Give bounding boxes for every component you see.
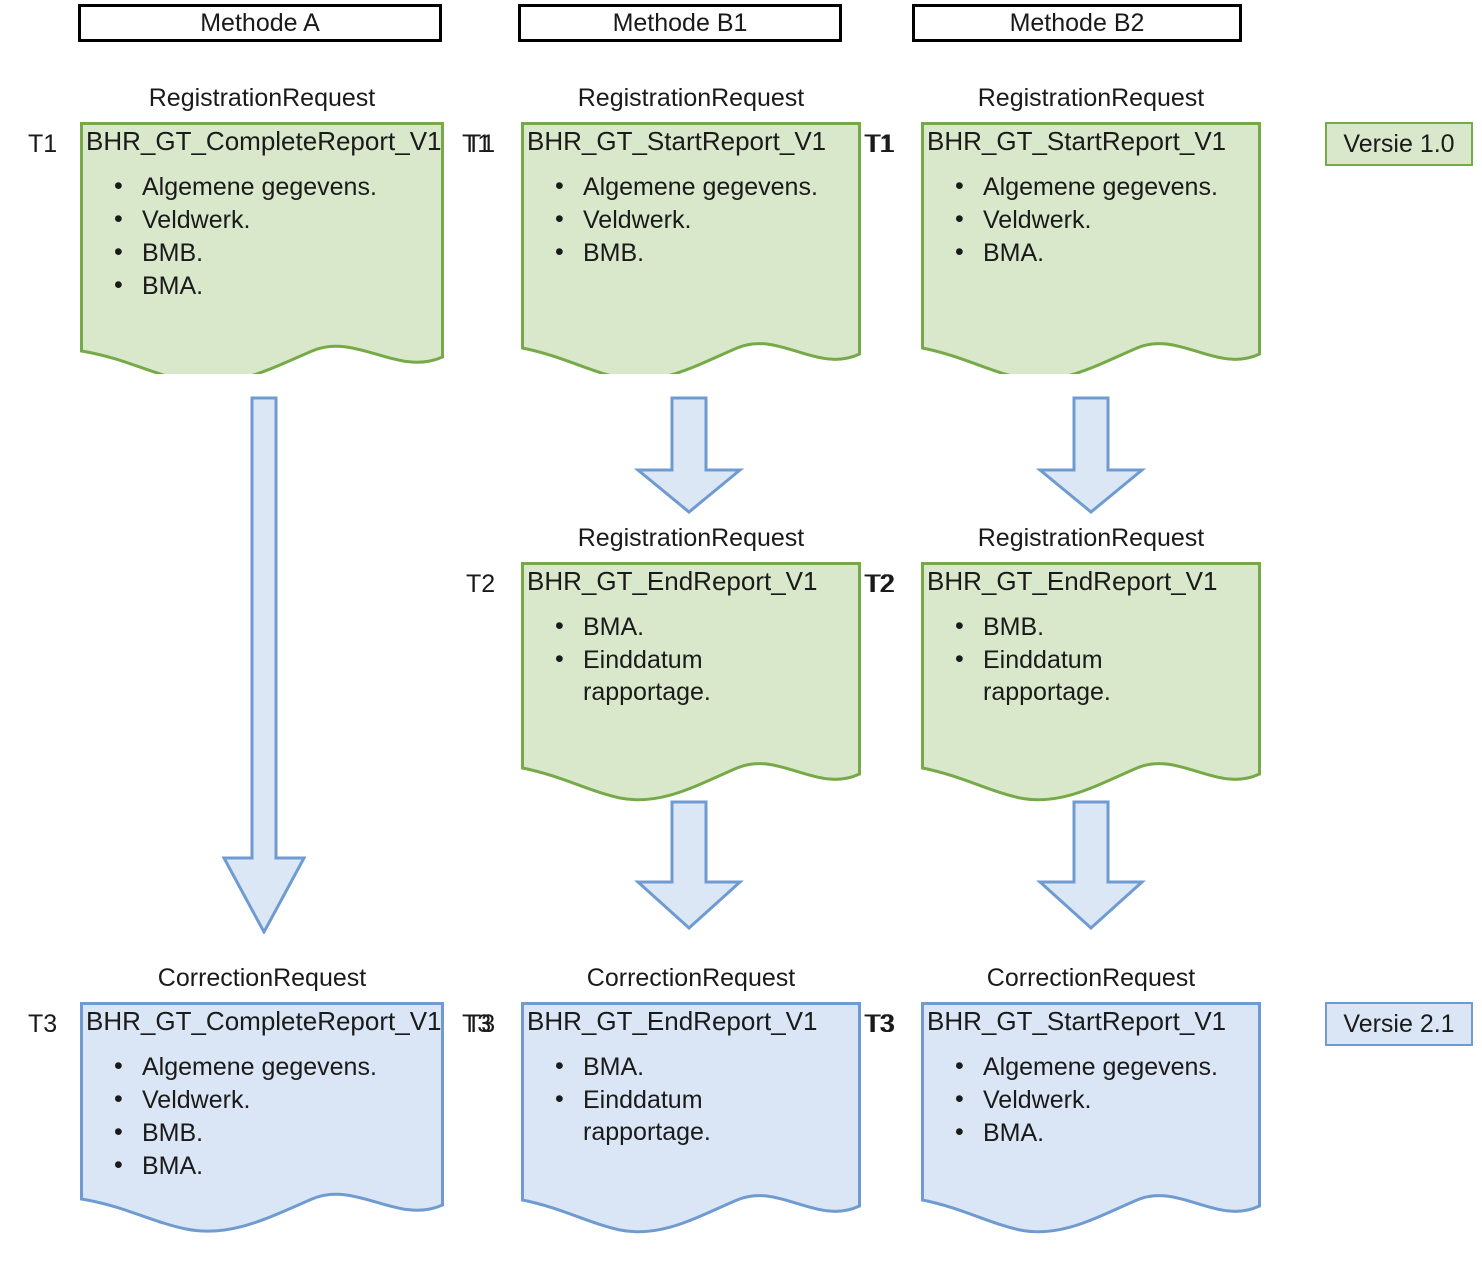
- document-title: BHR_GT_EndReport_V1: [527, 1006, 818, 1036]
- time-label-b1-t1-right: T1: [864, 130, 894, 158]
- caption-b1-t2: RegistrationRequest: [577, 524, 805, 552]
- down-arrow-icon: [1036, 800, 1146, 930]
- list-item: BMA.: [955, 236, 1255, 269]
- legend-version-1-0: Versie 1.0: [1325, 122, 1473, 166]
- down-arrow-icon: [222, 396, 306, 934]
- arrow-b2-t1-to-t2: [1036, 396, 1146, 514]
- document-body: BHR_GT_CompleteReport_V1 Algemene gegeve…: [80, 1002, 444, 1183]
- document-body: BHR_GT_EndReport_V1 BMA. Einddatum rappo…: [521, 562, 861, 709]
- document-body: BHR_GT_EndReport_V1 BMB. Einddatum rappo…: [921, 562, 1261, 709]
- down-arrow-icon: [634, 396, 744, 514]
- time-label-b1-t3-right: T3: [864, 1010, 894, 1038]
- document-title: BHR_GT_StartReport_V1: [927, 1006, 1227, 1036]
- time-label-b2-t3-left: T3: [866, 1010, 896, 1038]
- time-label-b1-t3-left: T3: [466, 1010, 496, 1038]
- list-item: Algemene gegevens.: [555, 170, 855, 203]
- list-item: Veldwerk.: [114, 1083, 438, 1116]
- down-arrow-icon: [1036, 396, 1146, 514]
- document-b1-t2: BHR_GT_EndReport_V1 BMA. Einddatum rappo…: [521, 562, 861, 812]
- time-label-a-t3-left: T3: [28, 1010, 58, 1038]
- list-item: Algemene gegevens.: [955, 1050, 1255, 1083]
- column-header-label: Methode B1: [612, 8, 748, 37]
- caption-b2-t1: RegistrationRequest: [977, 84, 1205, 112]
- list-item: BMA.: [555, 1050, 855, 1083]
- time-label-b1-t1-left: T1: [466, 130, 496, 158]
- document-body: BHR_GT_StartReport_V1 Algemene gegevens.…: [921, 122, 1261, 270]
- legend-label: Versie 1.0: [1343, 129, 1455, 158]
- document-a-t1: BHR_GT_CompleteReport_V1 Algemene gegeve…: [80, 122, 444, 374]
- document-b1-t3: BHR_GT_EndReport_V1 BMA. Einddatum rappo…: [521, 1002, 861, 1262]
- list-item: BMB.: [114, 1116, 438, 1149]
- legend-label: Versie 2.1: [1343, 1009, 1455, 1038]
- document-item-list: Algemene gegevens. Veldwerk. BMA.: [927, 1050, 1255, 1149]
- list-item: Veldwerk.: [955, 1083, 1255, 1116]
- list-item: Veldwerk.: [555, 203, 855, 236]
- list-item: BMB.: [114, 236, 438, 269]
- document-b2-t2: BHR_GT_EndReport_V1 BMB. Einddatum rappo…: [921, 562, 1261, 812]
- list-item: BMA.: [114, 1149, 438, 1182]
- document-title: BHR_GT_CompleteReport_V1: [86, 126, 442, 156]
- list-item: BMA.: [555, 610, 855, 643]
- list-item: BMA.: [955, 1116, 1255, 1149]
- caption-b1-t3: CorrectionRequest: [586, 964, 796, 992]
- list-item: Algemene gegevens.: [114, 1050, 438, 1083]
- document-body: BHR_GT_StartReport_V1 Algemene gegevens.…: [521, 122, 861, 270]
- caption-a-t3: CorrectionRequest: [157, 964, 367, 992]
- document-item-list: BMA. Einddatum rapportage.: [527, 610, 855, 708]
- arrow-b2-t2-to-t3: [1036, 800, 1146, 930]
- document-b2-t3: BHR_GT_StartReport_V1 Algemene gegevens.…: [921, 1002, 1261, 1262]
- document-title: BHR_GT_EndReport_V1: [927, 566, 1218, 596]
- list-item: Einddatum rapportage.: [955, 643, 1163, 708]
- arrow-b1-t2-to-t3: [634, 800, 744, 930]
- document-body: BHR_GT_EndReport_V1 BMA. Einddatum rappo…: [521, 1002, 861, 1149]
- document-b2-t1: BHR_GT_StartReport_V1 Algemene gegevens.…: [921, 122, 1261, 374]
- column-header-methode-b1: Methode B1: [518, 4, 842, 42]
- document-body: BHR_GT_CompleteReport_V1 Algemene gegeve…: [80, 122, 444, 303]
- list-item: BMA.: [114, 269, 438, 302]
- caption-a-t1: RegistrationRequest: [148, 84, 376, 112]
- legend-version-2-1: Versie 2.1: [1325, 1002, 1473, 1046]
- document-title: BHR_GT_StartReport_V1: [527, 126, 827, 156]
- time-label-a-t1-right: T1: [462, 130, 492, 158]
- time-label-a-t3-right: T3: [462, 1010, 492, 1038]
- column-header-methode-a: Methode A: [78, 4, 442, 42]
- document-a-t3: BHR_GT_CompleteReport_V1 Algemene gegeve…: [80, 1002, 444, 1282]
- list-item: Algemene gegevens.: [955, 170, 1255, 203]
- document-title: BHR_GT_StartReport_V1: [927, 126, 1227, 156]
- column-header-label: Methode B2: [1009, 8, 1145, 37]
- arrow-a-t1-to-t3: [222, 396, 306, 934]
- time-label-a-t1-left: T1: [28, 130, 58, 158]
- list-item: Algemene gegevens.: [114, 170, 438, 203]
- time-label-b2-t2-left: T2: [866, 570, 896, 598]
- document-item-list: Algemene gegevens. Veldwerk. BMB. BMA.: [86, 1050, 438, 1182]
- document-title: BHR_GT_EndReport_V1: [527, 566, 818, 596]
- document-item-list: Algemene gegevens. Veldwerk. BMA.: [927, 170, 1255, 269]
- document-item-list: BMA. Einddatum rapportage.: [527, 1050, 855, 1148]
- column-header-label: Methode A: [200, 8, 320, 37]
- document-item-list: BMB. Einddatum rapportage.: [927, 610, 1255, 708]
- list-item: Einddatum rapportage.: [555, 643, 763, 708]
- arrow-b1-t1-to-t2: [634, 396, 744, 514]
- list-item: Veldwerk.: [114, 203, 438, 236]
- document-title: BHR_GT_CompleteReport_V1: [86, 1006, 442, 1036]
- down-arrow-icon: [634, 800, 744, 930]
- time-label-b1-t2-left: T2: [466, 570, 496, 598]
- document-item-list: Algemene gegevens. Veldwerk. BMB.: [527, 170, 855, 269]
- caption-b2-t3: CorrectionRequest: [986, 964, 1196, 992]
- time-label-b1-t2-right: T2: [864, 570, 894, 598]
- time-label-b2-t1-left: T1: [866, 130, 896, 158]
- caption-b1-t1: RegistrationRequest: [577, 84, 805, 112]
- list-item: BMB.: [955, 610, 1255, 643]
- column-header-methode-b2: Methode B2: [912, 4, 1242, 42]
- document-item-list: Algemene gegevens. Veldwerk. BMB. BMA.: [86, 170, 438, 302]
- document-b1-t1: BHR_GT_StartReport_V1 Algemene gegevens.…: [521, 122, 861, 374]
- list-item: Veldwerk.: [955, 203, 1255, 236]
- document-body: BHR_GT_StartReport_V1 Algemene gegevens.…: [921, 1002, 1261, 1150]
- list-item: BMB.: [555, 236, 855, 269]
- list-item: Einddatum rapportage.: [555, 1083, 763, 1148]
- caption-b2-t2: RegistrationRequest: [977, 524, 1205, 552]
